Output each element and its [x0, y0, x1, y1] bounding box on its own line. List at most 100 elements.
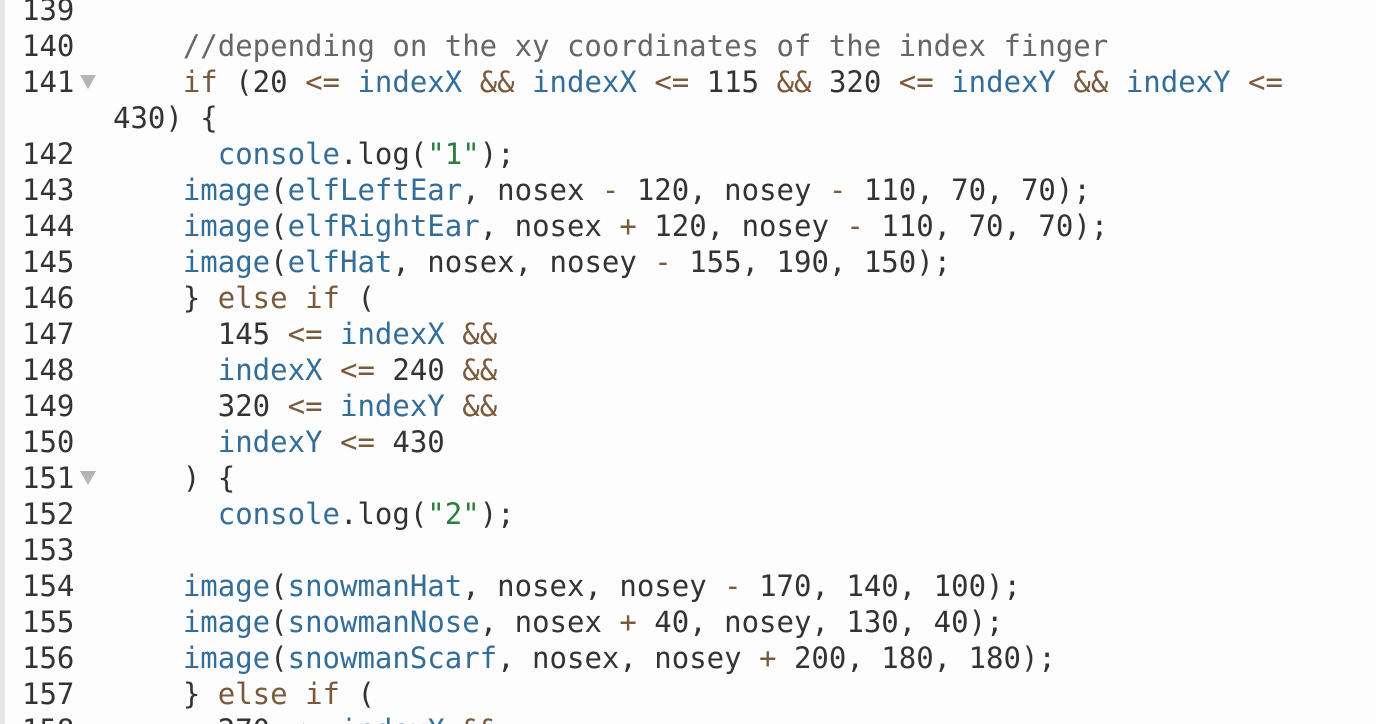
code-token: elfLeftEar [287, 173, 463, 207]
code-token [288, 677, 305, 711]
code-token: ( [270, 641, 288, 675]
code-token: 155, 190, 150); [671, 245, 952, 279]
code-text: image(elfHat, nosex, nosey - 155, 190, 1… [113, 244, 951, 280]
code-token: 40, nosey, 130, 40); [636, 605, 1004, 639]
code-line[interactable]: 141 if (20 <= indexX && indexX <= 115 &&… [0, 64, 1376, 136]
code-token: <= [340, 425, 375, 459]
line-number: 158 [22, 712, 74, 724]
code-token [637, 65, 654, 99]
code-token: - [601, 173, 620, 207]
code-token [323, 353, 340, 387]
code-token [462, 65, 479, 99]
line-number: 153 [22, 533, 75, 567]
line-number: 139 [22, 0, 75, 27]
code-token: 430 [374, 425, 445, 459]
code-line[interactable]: 146 } else if ( [0, 280, 1376, 316]
code-token: + [759, 641, 777, 675]
code-token: ( [270, 245, 288, 279]
code-line[interactable]: 149 320 <= indexY && [0, 388, 1376, 424]
code-token: && [462, 353, 498, 387]
code-line[interactable]: 147 145 <= indexX && [0, 316, 1376, 352]
code-token [113, 29, 183, 63]
code-token: indexY [217, 425, 323, 459]
code-token: } [113, 281, 218, 315]
code-token: .log( [339, 137, 428, 171]
code-line[interactable]: 151 ) { [0, 460, 1376, 496]
code-token [113, 569, 183, 603]
code-token: ( [270, 605, 288, 639]
code-text: console.log("1"); [113, 136, 515, 172]
code-token: ); [479, 497, 515, 531]
code-token: ( [270, 569, 288, 603]
code-token [934, 65, 951, 99]
code-line[interactable]: 156 image(snowmanScarf, nosex, nosey + 2… [0, 640, 1376, 676]
code-text: image(snowmanHat, nosex, nosey - 170, 14… [113, 568, 1021, 604]
code-token: console [217, 497, 340, 531]
code-text: } else if ( [113, 280, 375, 316]
fold-arrow-icon[interactable] [80, 75, 96, 89]
code-token: image [182, 569, 271, 603]
code-token: indexY [340, 389, 445, 423]
code-token: ); [479, 137, 515, 171]
code-text: } else if ( [113, 676, 375, 712]
code-line[interactable]: 145 image(elfHat, nosex, nosey - 155, 19… [0, 244, 1376, 280]
code-token [113, 353, 218, 387]
code-token: 120, nosey [619, 173, 829, 207]
line-number: 156 [22, 641, 75, 675]
code-token: 145 [113, 317, 288, 351]
line-number: 140 [22, 29, 75, 63]
code-line[interactable]: 158 270 <= indexX && [0, 712, 1376, 724]
code-token: elfHat [287, 245, 393, 279]
code-token: <= [288, 713, 323, 724]
line-number: 152 [22, 497, 75, 531]
code-token: 320 [113, 389, 288, 423]
code-token [113, 209, 183, 243]
code-token: + [619, 209, 637, 243]
code-token [113, 497, 218, 531]
line-number: 150 [22, 425, 75, 459]
code-token: indexX [340, 317, 445, 351]
code-token: 115 [689, 65, 777, 99]
code-token: 430) { [113, 101, 218, 135]
code-line[interactable]: 153 [0, 532, 1376, 568]
code-text: 320 <= indexY && [113, 388, 497, 424]
code-token: "2" [427, 497, 480, 531]
code-token [340, 65, 357, 99]
code-token: "1" [427, 137, 480, 171]
code-token: indexY [1125, 65, 1231, 99]
code-token: (20 [217, 65, 306, 99]
code-text: image(elfRightEar, nosex + 120, nosey - … [113, 208, 1108, 244]
code-line[interactable]: 157 } else if ( [0, 676, 1376, 712]
code-text: ) { [113, 460, 235, 496]
code-text: image(snowmanNose, nosex + 40, nosey, 13… [113, 604, 1004, 640]
code-line[interactable]: 154 image(snowmanHat, nosex, nosey - 170… [0, 568, 1376, 604]
code-token: , nosex [479, 209, 620, 243]
code-token: <= [898, 65, 934, 99]
code-line[interactable]: 139 [0, 0, 1376, 28]
code-line[interactable]: 155 image(snowmanNose, nosex + 40, nosey… [0, 604, 1376, 640]
code-text: indexX <= 240 && [113, 352, 497, 388]
code-token: , nosex, nosey [392, 245, 655, 279]
code-token [323, 317, 340, 351]
code-line[interactable]: 143 image(elfLeftEar, nosex - 120, nosey… [0, 172, 1376, 208]
code-token: && [462, 317, 498, 351]
code-line[interactable]: 148 indexX <= 240 && [0, 352, 1376, 388]
code-token [1056, 65, 1073, 99]
line-number-gutter [5, 0, 111, 724]
code-token: image [182, 245, 271, 279]
editor-left-border [0, 0, 5, 724]
line-number: 141 [22, 65, 75, 99]
fold-arrow-icon[interactable] [80, 471, 96, 485]
code-token: , nosex, nosey [497, 641, 760, 675]
code-line[interactable]: 152 console.log("2"); [0, 496, 1376, 532]
code-line[interactable]: 144 image(elfRightEar, nosex + 120, nose… [0, 208, 1376, 244]
code-line[interactable]: 140 //depending on the xy coordinates of… [0, 28, 1376, 64]
code-token: && [776, 65, 812, 99]
code-token: + [619, 605, 637, 639]
code-line[interactable]: 150 indexY <= 430 [0, 424, 1376, 460]
code-text: 145 <= indexX && [113, 316, 497, 352]
code-line[interactable]: 142 console.log("1"); [0, 136, 1376, 172]
code-token: <= [287, 389, 323, 423]
